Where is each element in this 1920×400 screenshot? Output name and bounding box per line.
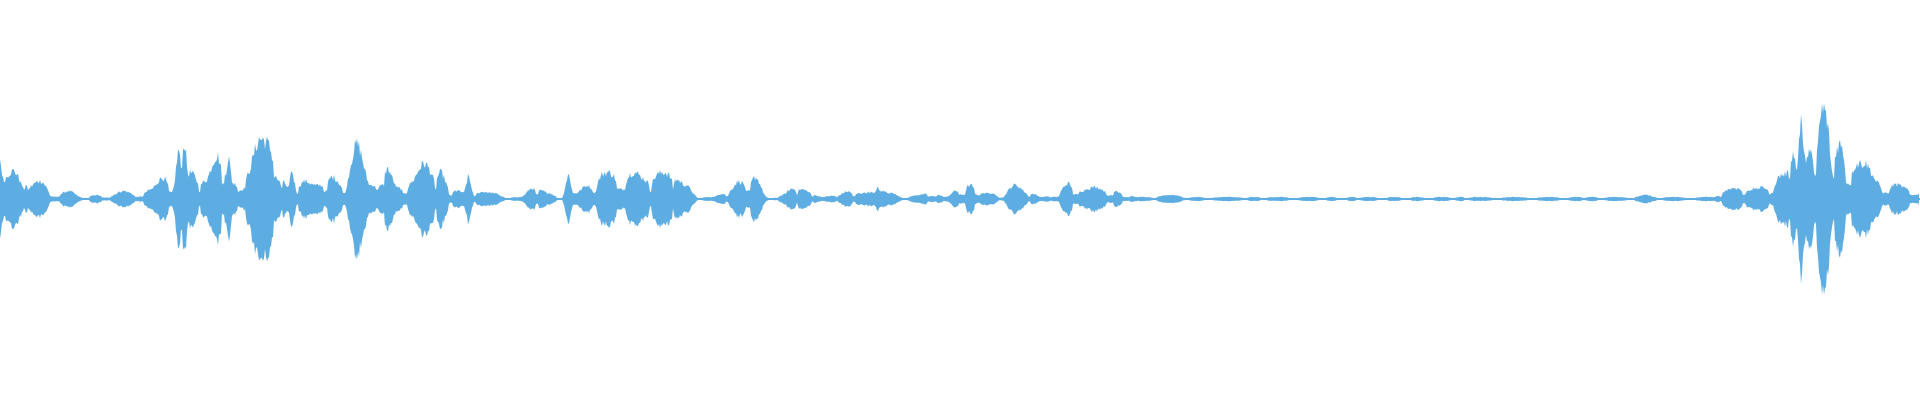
- waveform-shape-group: [0, 103, 1920, 295]
- waveform-baseline: [0, 198, 1920, 200]
